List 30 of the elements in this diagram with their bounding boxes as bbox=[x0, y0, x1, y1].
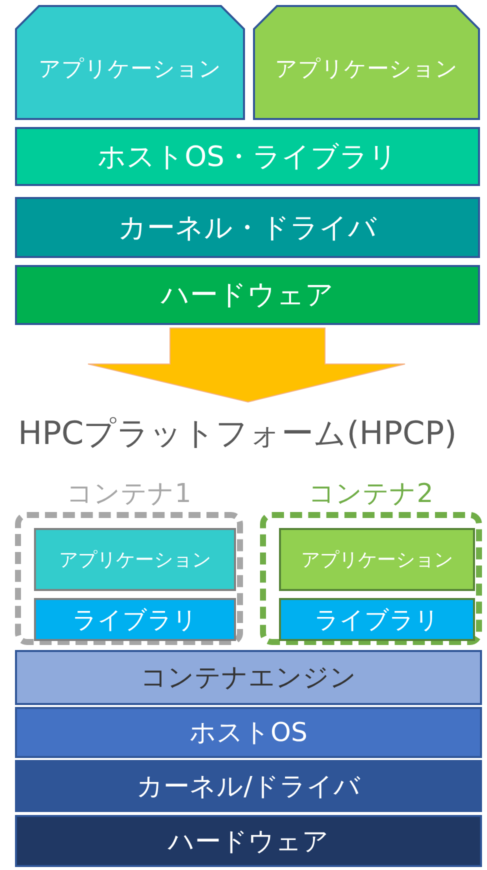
arrow bbox=[88, 328, 406, 403]
application-box bbox=[15, 5, 245, 120]
library-box bbox=[34, 598, 236, 641]
layer-box bbox=[15, 815, 482, 867]
box-label: ハードウェア bbox=[168, 826, 329, 858]
layer-box bbox=[15, 707, 482, 758]
box-label: ライブラリ bbox=[314, 604, 440, 636]
application-box bbox=[253, 5, 480, 120]
layer-box bbox=[15, 197, 480, 258]
box-label: アプリケーション bbox=[301, 548, 453, 572]
platform-heading: HPCプラットフォーム(HPCP) bbox=[18, 410, 458, 458]
box-label: アプリケーション bbox=[38, 56, 222, 84]
box-label: ライブラリ bbox=[72, 604, 198, 636]
box-label: アプリケーション bbox=[59, 548, 211, 572]
layer-box bbox=[15, 127, 480, 186]
box-label: カーネル・ドライバ bbox=[118, 210, 377, 246]
library-box bbox=[279, 598, 475, 641]
layer-box bbox=[15, 650, 482, 705]
box-label: ホストOS bbox=[190, 717, 308, 750]
layer-box bbox=[15, 760, 482, 812]
box-label: アプリケーション bbox=[275, 56, 458, 84]
box-label: コンテナエンジン bbox=[140, 662, 356, 695]
container-label: コンテナ2 bbox=[308, 478, 434, 511]
application-box bbox=[34, 528, 236, 591]
application-box bbox=[279, 528, 475, 591]
container-label: コンテナ1 bbox=[66, 478, 192, 511]
box-label: ハードウェア bbox=[161, 277, 334, 313]
layer-box bbox=[15, 265, 480, 325]
box-label: カーネル/ドライバ bbox=[136, 770, 360, 804]
box-label: ホストOS・ライブラリ bbox=[98, 138, 398, 174]
